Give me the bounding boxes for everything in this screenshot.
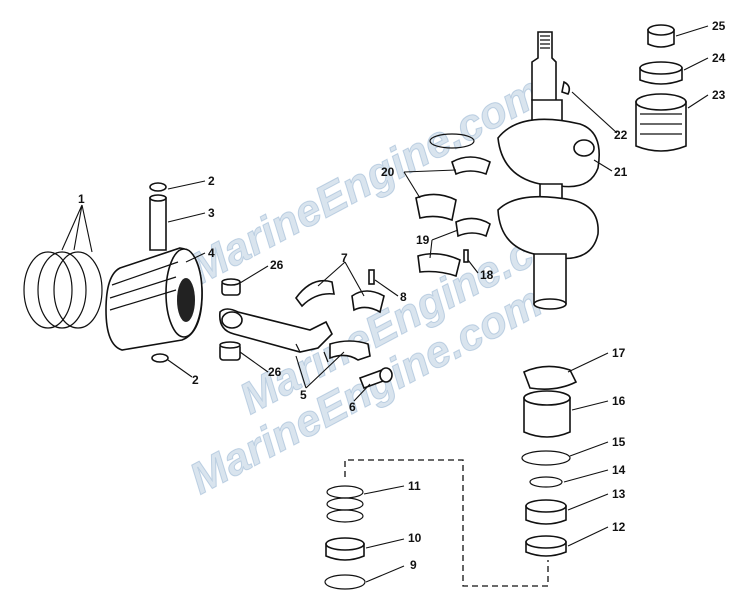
needle-bearing-lower xyxy=(219,341,241,361)
callout-23: 23 xyxy=(712,88,726,102)
callout-12: 12 xyxy=(612,520,626,534)
cap-screw xyxy=(358,367,393,390)
callout-26-lower: 26 xyxy=(268,365,282,379)
seal-10 xyxy=(325,537,365,561)
callout-14: 14 xyxy=(612,463,626,477)
seal-25 xyxy=(647,24,675,48)
callout-25: 25 xyxy=(712,19,726,33)
needle-bearing-upper xyxy=(221,278,241,296)
retainer-24 xyxy=(639,61,683,85)
callout-10: 10 xyxy=(408,531,422,545)
piston-rings xyxy=(23,251,103,329)
connecting-rod xyxy=(218,308,371,363)
bearing-cage-lower-19 xyxy=(417,217,491,278)
callout-5: 5 xyxy=(300,388,307,402)
bearing-cage-set-rod xyxy=(295,279,385,314)
spring-11 xyxy=(326,485,364,523)
retaining-ring-9 xyxy=(324,574,366,590)
retainer-ring-top xyxy=(149,182,167,192)
crankshaft xyxy=(497,31,600,310)
retaining-ring-crank xyxy=(429,133,475,149)
callout-labels: 1 2 2 3 4 5 6 7 8 9 10 11 12 13 14 15 16… xyxy=(78,19,726,572)
callout-4: 4 xyxy=(208,246,215,260)
callout-16: 16 xyxy=(612,394,626,408)
callout-7: 7 xyxy=(341,251,348,265)
o-ring-14 xyxy=(529,476,563,488)
callout-19: 19 xyxy=(416,233,430,247)
callout-26-upper: 26 xyxy=(270,258,284,272)
callout-3: 3 xyxy=(208,206,215,220)
callout-2-top: 2 xyxy=(208,174,215,188)
callout-17: 17 xyxy=(612,346,626,360)
callout-11: 11 xyxy=(408,479,421,493)
bearing-cage-upper-20 xyxy=(415,156,491,222)
wrist-pin xyxy=(149,194,167,251)
callout-15: 15 xyxy=(612,435,626,449)
callout-6: 6 xyxy=(349,400,356,414)
thrust-washer-17 xyxy=(522,365,578,390)
retainer-ring-bottom xyxy=(151,353,169,363)
dowel-pin-crank xyxy=(463,249,469,263)
callout-13: 13 xyxy=(612,487,626,501)
seal-13 xyxy=(525,499,567,525)
callout-8: 8 xyxy=(400,290,407,304)
callout-21: 21 xyxy=(614,165,628,179)
dowel-pin xyxy=(368,269,375,285)
woodruff-key xyxy=(561,80,571,95)
leader-lines xyxy=(61,25,709,583)
callout-18: 18 xyxy=(480,268,494,282)
bearing-sleeve-23 xyxy=(635,93,687,152)
callout-20: 20 xyxy=(381,165,395,179)
seal-12 xyxy=(525,535,567,557)
group-bracket xyxy=(344,459,549,587)
callout-9: 9 xyxy=(410,558,417,572)
callout-22: 22 xyxy=(614,128,628,142)
callout-2-bottom: 2 xyxy=(192,373,199,387)
bearing-16 xyxy=(523,390,571,438)
piston xyxy=(105,247,203,351)
callout-24: 24 xyxy=(712,51,726,65)
callout-1: 1 xyxy=(78,192,85,206)
o-ring-15 xyxy=(521,450,571,466)
